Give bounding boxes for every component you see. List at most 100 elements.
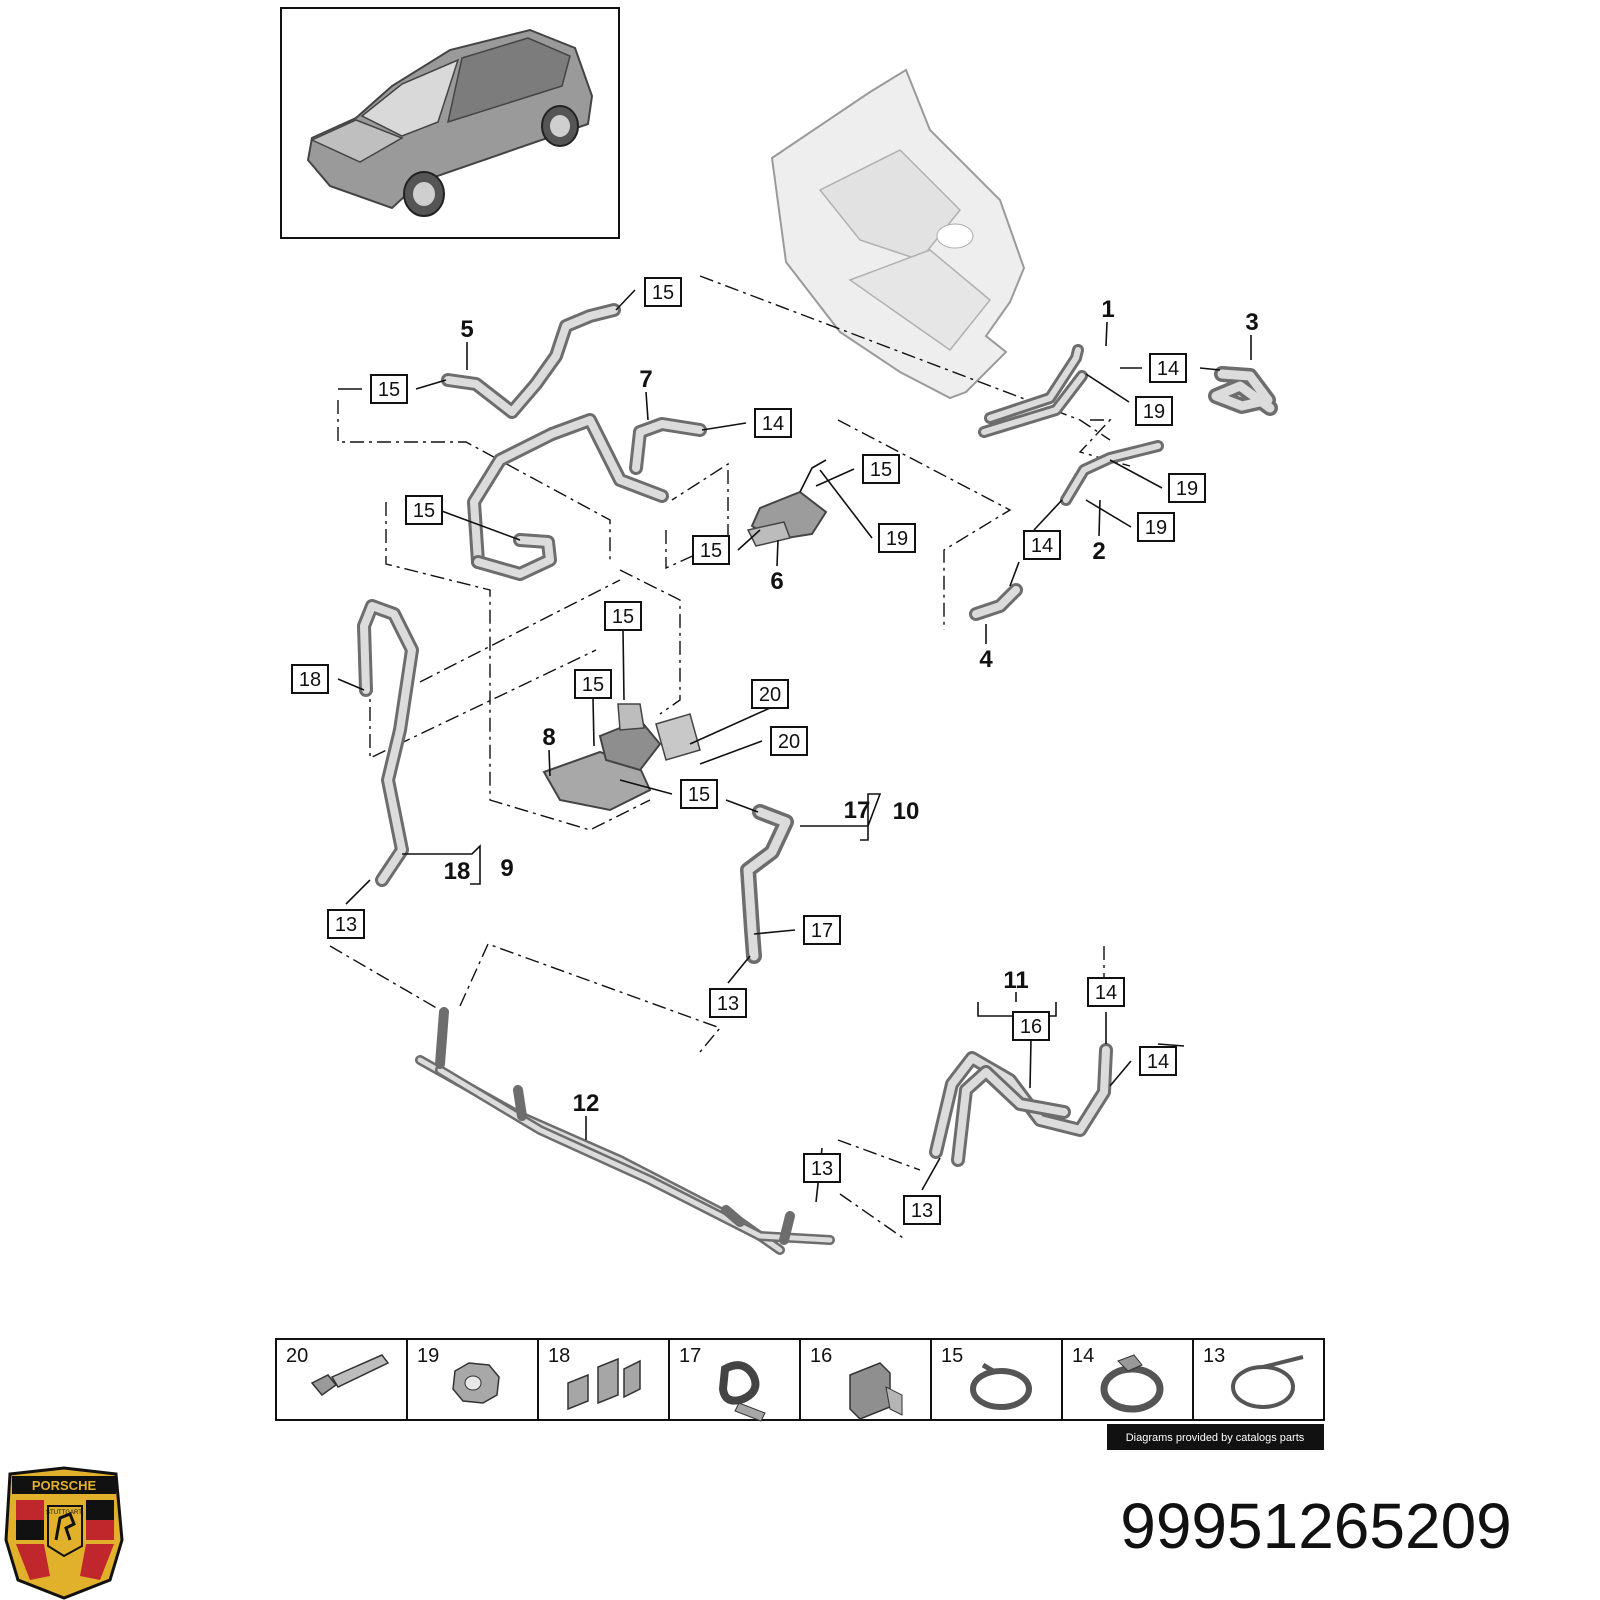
callout-box <box>770 726 808 756</box>
credit-tag: Diagrams provided by catalogs parts <box>1107 1424 1324 1450</box>
callout-box <box>327 909 365 939</box>
callout-box <box>1012 1011 1050 1041</box>
callout-box <box>370 374 408 404</box>
callout-number: 14 <box>1095 982 1117 1004</box>
callout-number: 19 <box>1143 401 1165 423</box>
callout-15: 15 <box>370 374 408 404</box>
callout-box <box>903 1195 941 1225</box>
callout-number: 13 <box>717 993 739 1015</box>
callout-20: 20 <box>770 726 808 756</box>
callout-box <box>680 779 718 809</box>
callout-number: 17 <box>811 920 833 942</box>
callout-number: 18 <box>299 669 321 691</box>
callout-box <box>1168 473 1206 503</box>
callout-box <box>754 408 792 438</box>
crest-subtext: STUTTGART <box>46 1510 82 1516</box>
callout-20: 20 <box>751 679 789 709</box>
part-label-9: 9 <box>500 855 513 882</box>
part-label-1: 1 <box>1101 296 1114 323</box>
callout-15: 15 <box>574 669 612 699</box>
callout-16: 16 <box>1012 1011 1050 1041</box>
callout-14: 14 <box>1149 353 1187 383</box>
legend-number: 20 <box>286 1345 308 1367</box>
hoses <box>357 303 1278 1255</box>
legend-number: 15 <box>941 1345 963 1367</box>
callout-13: 13 <box>709 988 747 1018</box>
callout-19: 19 <box>1137 512 1175 542</box>
callout-number: 14 <box>1031 535 1053 557</box>
legend-item-13: 13 <box>1192 1338 1325 1421</box>
vehicle-thumbnail <box>280 7 620 239</box>
bolt-icon <box>310 1354 390 1397</box>
legend-number: 19 <box>417 1345 439 1367</box>
callout-number: 15 <box>413 500 435 522</box>
callout-number: 15 <box>870 459 892 481</box>
callout-number: 15 <box>688 784 710 806</box>
legend-item-20: 20 <box>275 1338 408 1421</box>
legend-item-18: 18 <box>537 1338 670 1421</box>
callout-number: 14 <box>1147 1051 1169 1073</box>
callout-number: 20 <box>778 731 800 753</box>
callout-box <box>1023 530 1061 560</box>
callout-number: 14 <box>762 413 784 435</box>
callout-17: 17 <box>803 915 841 945</box>
callout-box <box>1139 1046 1177 1076</box>
callout-box <box>1149 353 1187 383</box>
part-label-12: 12 <box>573 1090 600 1117</box>
part-label-11: 11 <box>1003 967 1028 994</box>
callout-box <box>604 601 642 631</box>
callout-box <box>1135 396 1173 426</box>
part-label-5: 5 <box>460 316 473 343</box>
suv-car-icon <box>306 28 594 217</box>
callout-19: 19 <box>1135 396 1173 426</box>
callout-14: 14 <box>1087 977 1125 1007</box>
callout-number: 15 <box>700 540 722 562</box>
callout-15: 15 <box>405 495 443 525</box>
part-label-17: 17 <box>844 797 871 824</box>
callout-13: 13 <box>903 1195 941 1225</box>
connection-lines <box>329 275 1131 1241</box>
callout-box <box>751 679 789 709</box>
callout-number: 15 <box>582 674 604 696</box>
part-label-8: 8 <box>542 724 555 751</box>
callout-box <box>574 669 612 699</box>
legend-number: 16 <box>810 1345 832 1367</box>
callout-box <box>291 664 329 694</box>
part-label-18: 18 <box>444 858 471 885</box>
callout-15: 15 <box>604 601 642 631</box>
callout-box <box>878 523 916 553</box>
callout-15: 15 <box>862 454 900 484</box>
callout-box <box>692 535 730 565</box>
part-label-7: 7 <box>639 366 652 393</box>
valve-6 <box>746 459 828 547</box>
hose-clamp-icon <box>970 1362 1032 1410</box>
legend-item-19: 19 <box>406 1338 539 1421</box>
callout-box <box>1087 977 1125 1007</box>
nut-icon <box>452 1362 500 1404</box>
credit-text: Diagrams provided by catalogs parts <box>1126 1432 1305 1444</box>
callout-19: 19 <box>878 523 916 553</box>
callout-box <box>803 1153 841 1183</box>
callout-number: 15 <box>652 282 674 304</box>
callout-box <box>644 277 682 307</box>
callout-number: 20 <box>759 684 781 706</box>
callout-15: 15 <box>680 779 718 809</box>
callout-14: 14 <box>1023 530 1061 560</box>
legend-number: 17 <box>679 1345 701 1367</box>
callout-number: 15 <box>612 606 634 628</box>
legend-number: 18 <box>548 1345 570 1367</box>
pump-8 <box>542 703 701 812</box>
callout-number: 13 <box>811 1158 833 1180</box>
legend-item-16: 16 <box>799 1338 932 1421</box>
callout-box <box>803 915 841 945</box>
spring-clamp-icon <box>1100 1354 1164 1413</box>
callout-19: 19 <box>1168 473 1206 503</box>
callout-box <box>709 988 747 1018</box>
callout-number: 16 <box>1020 1016 1042 1038</box>
callout-number: 19 <box>1176 478 1198 500</box>
callout-13: 13 <box>803 1153 841 1183</box>
